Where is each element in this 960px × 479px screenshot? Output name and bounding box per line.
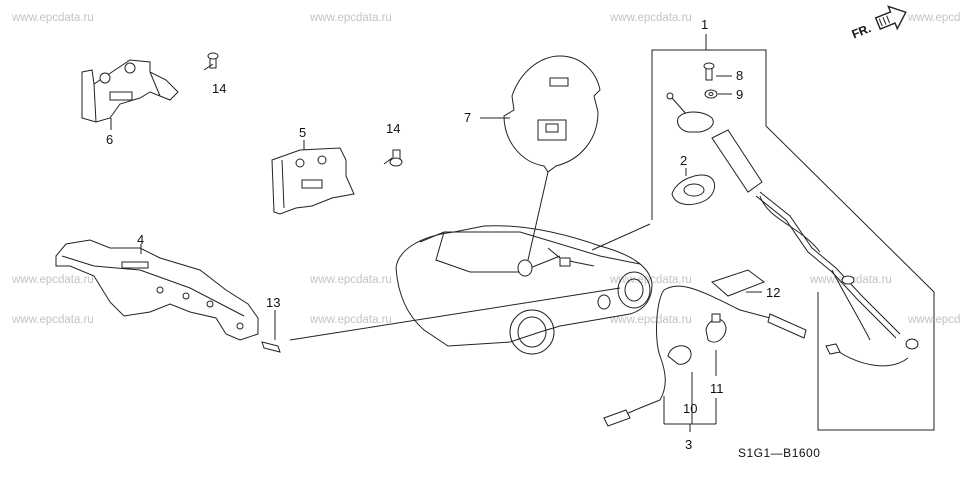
- watermark: www.epcdata.ru: [310, 274, 392, 286]
- clip-part-10: [667, 345, 692, 365]
- antenna-mast-icon: [666, 92, 919, 367]
- clip-part-11: [705, 313, 727, 343]
- watermark: www.epcdata.ru: [310, 12, 392, 24]
- screw-part-14: [383, 149, 403, 167]
- pad-part-2: [671, 174, 715, 205]
- watermark: www.epcdata.ru: [310, 314, 392, 326]
- pad-part-12: [711, 269, 766, 297]
- callout-2: 2: [680, 153, 688, 168]
- screw-part-13: [261, 310, 281, 353]
- watermark: www.epcdata.ru: [908, 12, 960, 24]
- watermark: www.epcdata.ru: [12, 274, 94, 286]
- callout-11: 11: [710, 381, 724, 396]
- arrow-right-icon: FR.: [850, 5, 907, 41]
- callout-9: 9: [736, 87, 744, 102]
- callout-4: 4: [137, 232, 145, 247]
- callout-5: 5: [299, 125, 307, 140]
- callout-1: 1: [701, 17, 709, 32]
- bracket-part-5: [271, 147, 355, 215]
- bracket-part-6: [81, 59, 179, 123]
- callout-14: 14: [212, 81, 227, 96]
- cable-part-3: [603, 285, 807, 427]
- direction-label: FR.: [850, 21, 873, 41]
- watermark: www.epcdata.ru: [12, 314, 94, 326]
- callout-8: 8: [736, 68, 744, 83]
- callout-7: 7: [464, 110, 472, 125]
- cover-part-7: [503, 55, 601, 173]
- callout-10: 10: [683, 401, 698, 416]
- car-outline-icon: [395, 225, 653, 355]
- callout-6: 6: [106, 132, 114, 147]
- watermark: www.epcdata.ru: [12, 12, 94, 24]
- bracket-part-4: [55, 239, 259, 341]
- callout-13: 13: [266, 295, 281, 310]
- watermark: www.epcdata.ru: [610, 314, 692, 326]
- callout-14: 14: [386, 121, 401, 136]
- diagram-code: S1G1—B1600: [738, 446, 821, 460]
- callout-12: 12: [766, 285, 781, 300]
- screw-part-14: [203, 52, 219, 71]
- washer-part-9: [704, 89, 718, 99]
- callout-3: 3: [685, 437, 693, 452]
- bolt-part-8: [703, 62, 715, 81]
- watermark: www.epcdata.ru: [610, 12, 692, 24]
